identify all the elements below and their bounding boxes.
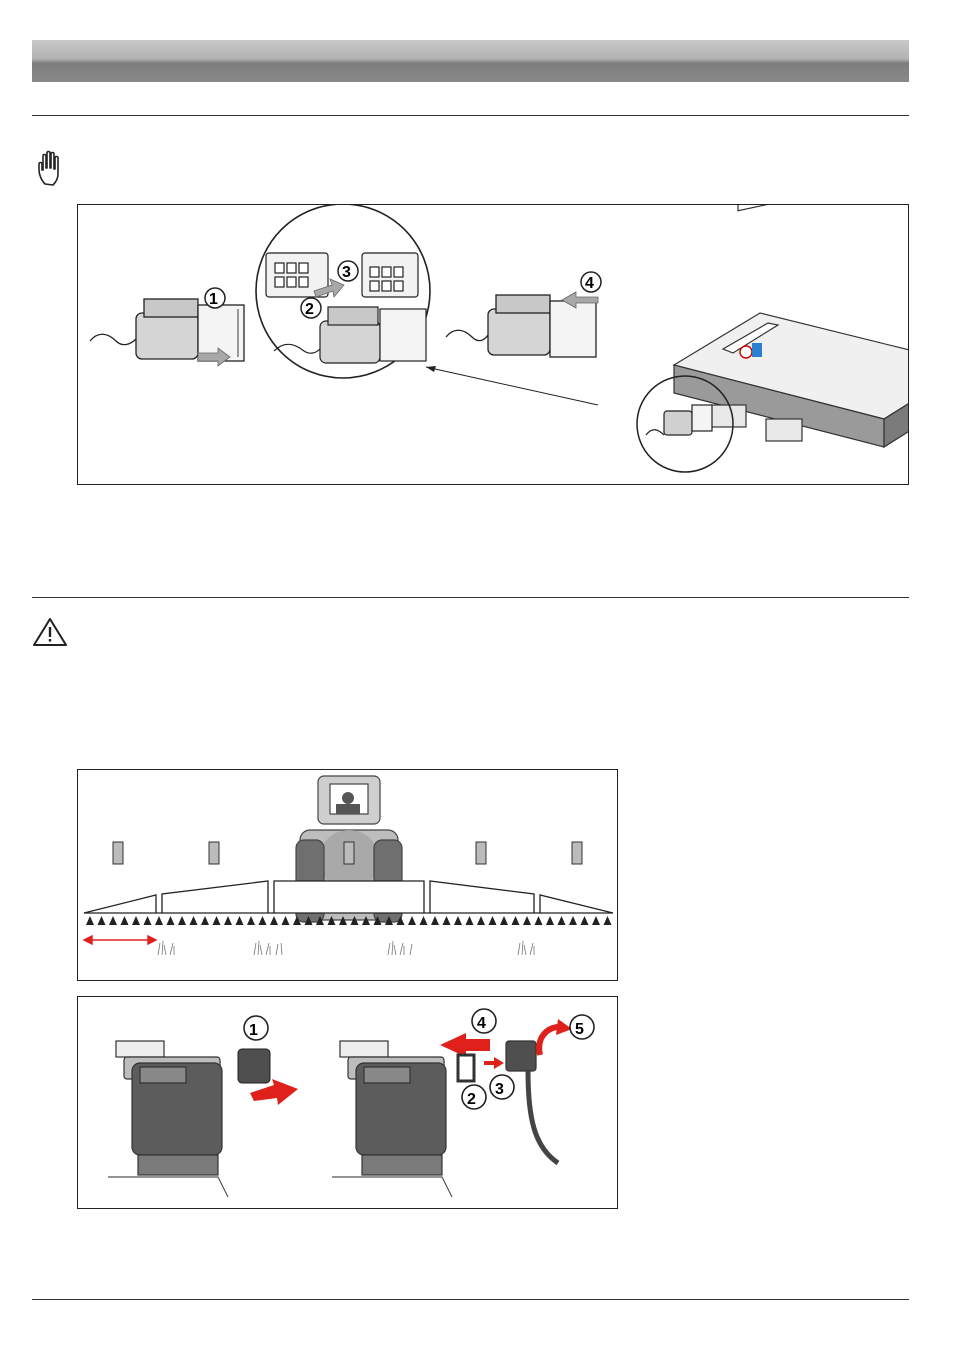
section-valve-1 — [112, 841, 124, 865]
nozzle — [523, 916, 531, 925]
nozzle — [155, 916, 163, 925]
nozzle — [281, 916, 290, 925]
warning-triangle-icon — [32, 617, 68, 647]
nozzle — [557, 916, 566, 925]
nozzle — [293, 916, 301, 925]
nozzle — [500, 916, 508, 925]
nozzle — [408, 916, 416, 925]
nozzle — [247, 916, 255, 925]
arrow-left-grey — [561, 291, 599, 309]
nozzle — [362, 916, 370, 925]
nozzle — [465, 916, 474, 925]
nozzle — [454, 916, 462, 925]
nozzle — [350, 916, 359, 925]
valve-left — [108, 1040, 229, 1198]
boom-sections-figure — [77, 769, 618, 981]
section-valve-2 — [208, 841, 220, 865]
nozzle-row — [86, 916, 612, 925]
boom-outline — [83, 880, 614, 914]
nozzle — [488, 916, 497, 925]
gasket — [456, 1053, 476, 1083]
valve-right — [332, 1040, 453, 1198]
section-divider — [32, 597, 909, 598]
nozzle — [316, 916, 324, 925]
nozzle — [258, 916, 267, 925]
nozzle — [120, 916, 129, 925]
step-number-4: 4 — [585, 275, 594, 292]
nozzle — [511, 916, 520, 925]
valve-step-number-2: 2 — [467, 1091, 476, 1108]
nozzle — [419, 916, 428, 925]
nozzle — [97, 916, 106, 925]
arrow-left-red — [440, 1033, 490, 1057]
hand-stop-icon — [36, 150, 70, 188]
nozzle — [477, 916, 485, 925]
nozzle — [327, 916, 336, 925]
connector-figure: 1 3 2 — [77, 204, 909, 485]
nozzle — [109, 916, 117, 925]
nozzle — [442, 916, 451, 925]
nozzle — [546, 916, 554, 925]
nozzle — [132, 916, 140, 925]
valve-step-number-5: 5 — [575, 1021, 584, 1038]
plug-connector — [484, 1040, 560, 1166]
nozzle — [339, 916, 347, 925]
step-number-1: 1 — [209, 291, 218, 308]
valve-step-number-1: 1 — [249, 1022, 258, 1039]
nozzle — [304, 916, 313, 925]
nozzle — [270, 916, 278, 925]
nozzle — [212, 916, 221, 925]
valve-step-number-3: 3 — [495, 1081, 504, 1098]
section-header-bar — [32, 40, 909, 82]
section-valve-4 — [475, 841, 487, 865]
arrow-right-grey — [197, 347, 231, 367]
section-valve-3 — [343, 841, 355, 865]
nozzle — [178, 916, 186, 925]
nozzle — [373, 916, 382, 925]
nozzle — [235, 916, 244, 925]
nozzle — [603, 916, 612, 925]
nozzle — [201, 916, 209, 925]
nozzle — [224, 916, 232, 925]
header-divider — [32, 115, 909, 116]
section-valve-5 — [571, 841, 583, 865]
footer-divider — [32, 1299, 909, 1300]
nozzle — [166, 916, 175, 925]
valve-step-number-4: 4 — [477, 1015, 486, 1032]
control-unit — [672, 205, 908, 449]
step-number-3: 3 — [342, 264, 351, 281]
step-number-2: 2 — [305, 301, 314, 318]
nozzle — [143, 916, 152, 925]
cap-block — [237, 1048, 271, 1084]
nozzle — [569, 916, 577, 925]
nozzle — [431, 916, 439, 925]
nozzle — [385, 916, 393, 925]
nozzle — [580, 916, 589, 925]
grass — [157, 940, 535, 956]
nozzle — [534, 916, 543, 925]
nozzle — [396, 916, 405, 925]
nozzle — [86, 916, 94, 925]
section-width-arrow — [82, 934, 158, 946]
nozzle — [189, 916, 198, 925]
arrow-right-red — [250, 1079, 298, 1105]
nozzle — [592, 916, 600, 925]
valve-connection-figure: 1 4 2 3 5 — [77, 996, 618, 1209]
